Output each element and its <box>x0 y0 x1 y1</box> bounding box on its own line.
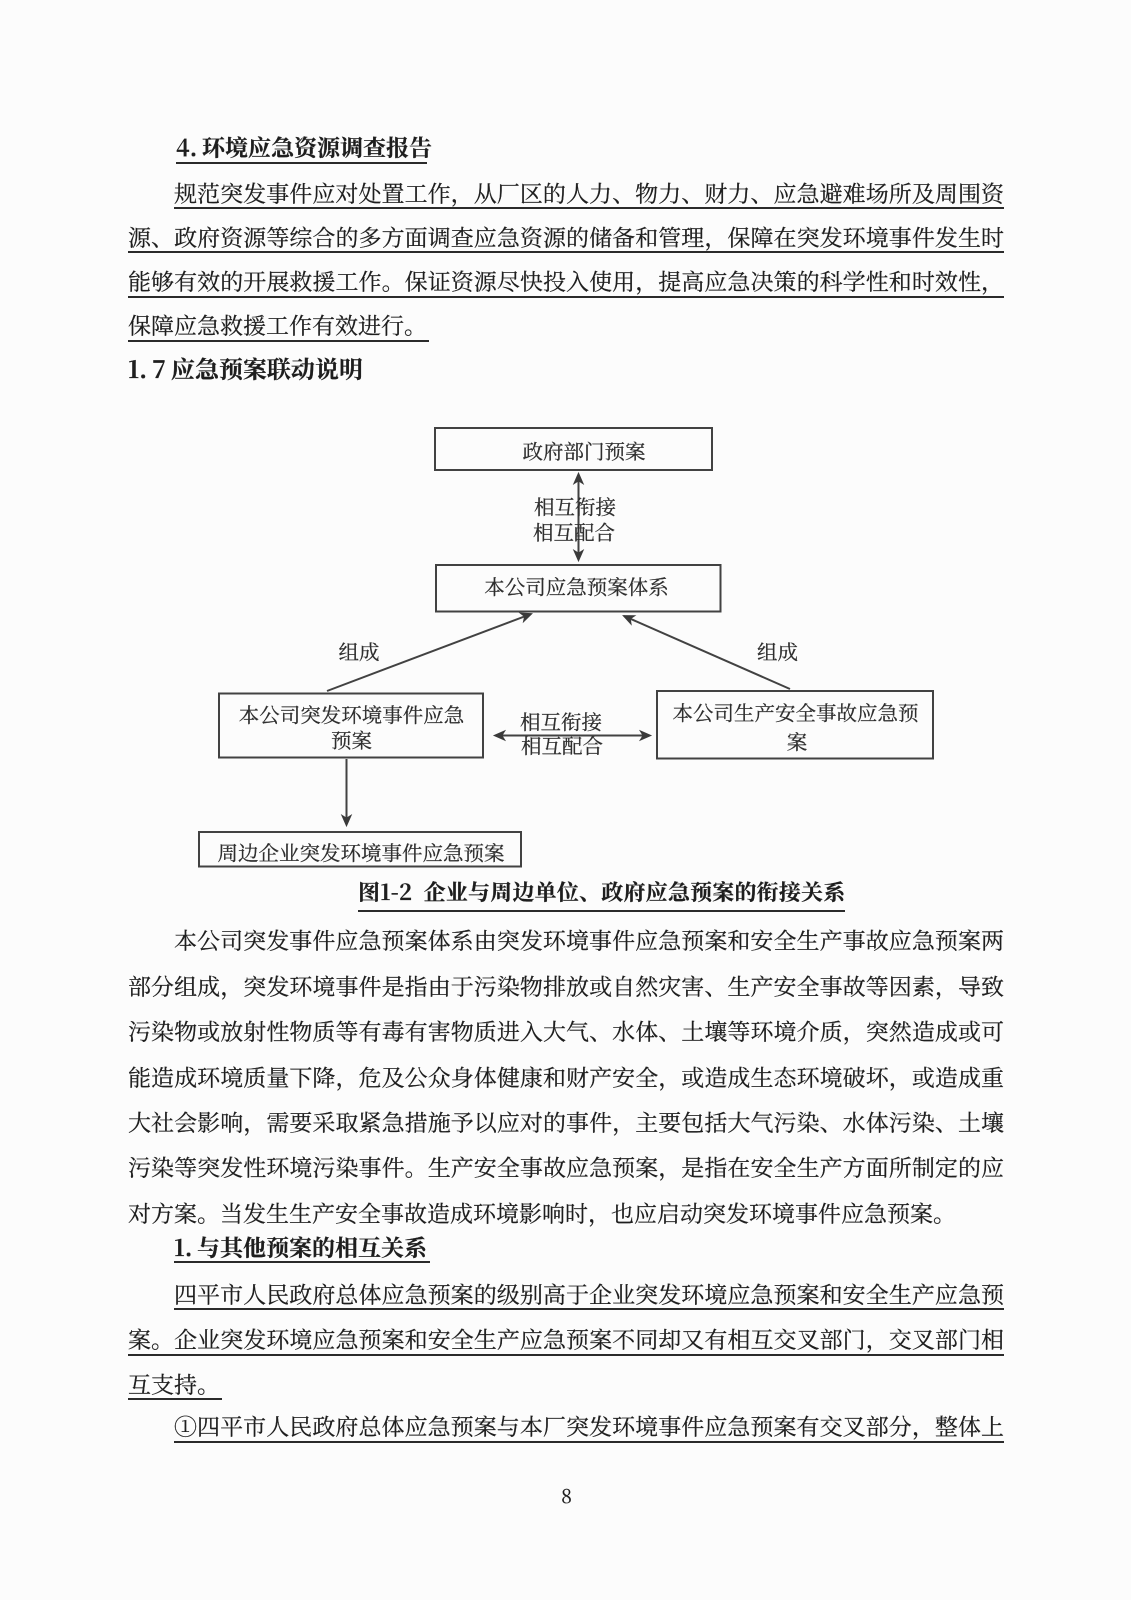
svg-text:相互配合: 相互配合 <box>521 730 603 760</box>
svg-text:相互衔接: 相互衔接 <box>520 706 602 736</box>
svg-text:组成: 组成 <box>339 636 380 666</box>
svg-text:周边企业突发环境事件应急预案: 周边企业突发环境事件应急预案 <box>218 837 505 867</box>
svg-text:案: 案 <box>787 726 808 756</box>
svg-text:相互衔接: 相互衔接 <box>534 491 616 521</box>
svg-text:政府部门预案: 政府部门预案 <box>523 435 646 465</box>
svg-text:相互配合: 相互配合 <box>533 516 615 546</box>
svg-text:组成: 组成 <box>757 636 798 666</box>
svg-text:预案: 预案 <box>331 724 372 754</box>
svg-text:本公司应急预案体系: 本公司应急预案体系 <box>484 571 669 601</box>
svg-text:本公司突发环境事件应急: 本公司突发环境事件应急 <box>239 699 465 729</box>
svg-text:本公司生产安全事故应急预: 本公司生产安全事故应急预 <box>673 697 919 727</box>
